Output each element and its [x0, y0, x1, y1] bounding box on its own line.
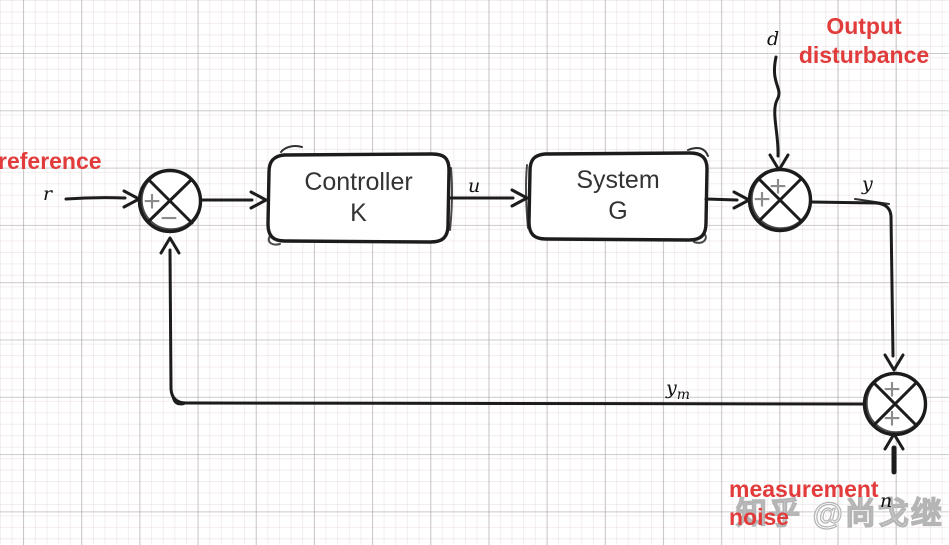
- arrowhead-right-icon: [122, 189, 141, 209]
- watermark: 知乎 @尚戈继: [735, 495, 944, 531]
- controller-block: Controller K: [268, 167, 449, 229]
- signal-label-d: d: [767, 28, 780, 50]
- summing-junction-3: + +: [862, 371, 928, 437]
- cross-icon: [757, 177, 803, 223]
- signal-label-y: y: [862, 173, 873, 195]
- signal-line-system-out: [704, 190, 751, 210]
- system-symbol: G: [608, 197, 628, 225]
- controller-symbol: K: [350, 199, 367, 227]
- signal-label-r: r: [43, 183, 53, 205]
- plus-sign: +: [753, 183, 771, 216]
- arrowhead-up-icon: [883, 432, 905, 451]
- signal-label-u: u: [468, 175, 481, 197]
- summing-junction-2: + +: [747, 167, 813, 233]
- signal-line-r: [64, 189, 141, 209]
- arrowhead-down-icon: [883, 353, 905, 372]
- arrowhead-down-icon: [768, 153, 790, 172]
- reference-annotation: reference: [0, 148, 102, 174]
- measurement-noise-annotation: measurement noise: [729, 476, 879, 530]
- cross-icon: [872, 381, 918, 427]
- controller-block-outline: [266, 145, 454, 246]
- system-block-outline: [524, 147, 709, 244]
- signal-line-d: [768, 55, 790, 172]
- summing-junction-1: + −: [137, 168, 203, 235]
- signal-line-error: [199, 190, 268, 210]
- signal-line-u: [448, 188, 529, 208]
- system-block: System G: [529, 165, 707, 227]
- arrowhead-right-icon: [249, 190, 268, 210]
- feedback-line: [159, 236, 866, 406]
- minus-sign: −: [160, 202, 178, 235]
- signal-label-ym: ym: [666, 377, 691, 403]
- plus-sign: +: [143, 185, 161, 218]
- signal-line-y: [809, 198, 905, 372]
- controller-name: Controller: [304, 168, 413, 196]
- system-name: System: [576, 166, 660, 194]
- plus-sign: +: [883, 402, 901, 435]
- plus-sign: +: [883, 373, 901, 406]
- arrowhead-up-icon: [159, 236, 181, 255]
- plus-sign: +: [769, 170, 787, 203]
- output-disturbance-annotation: Output disturbance: [798, 13, 930, 68]
- cross-icon: [146, 178, 194, 225]
- signal-label-n: n: [880, 490, 893, 512]
- signal-line-n: [883, 432, 905, 475]
